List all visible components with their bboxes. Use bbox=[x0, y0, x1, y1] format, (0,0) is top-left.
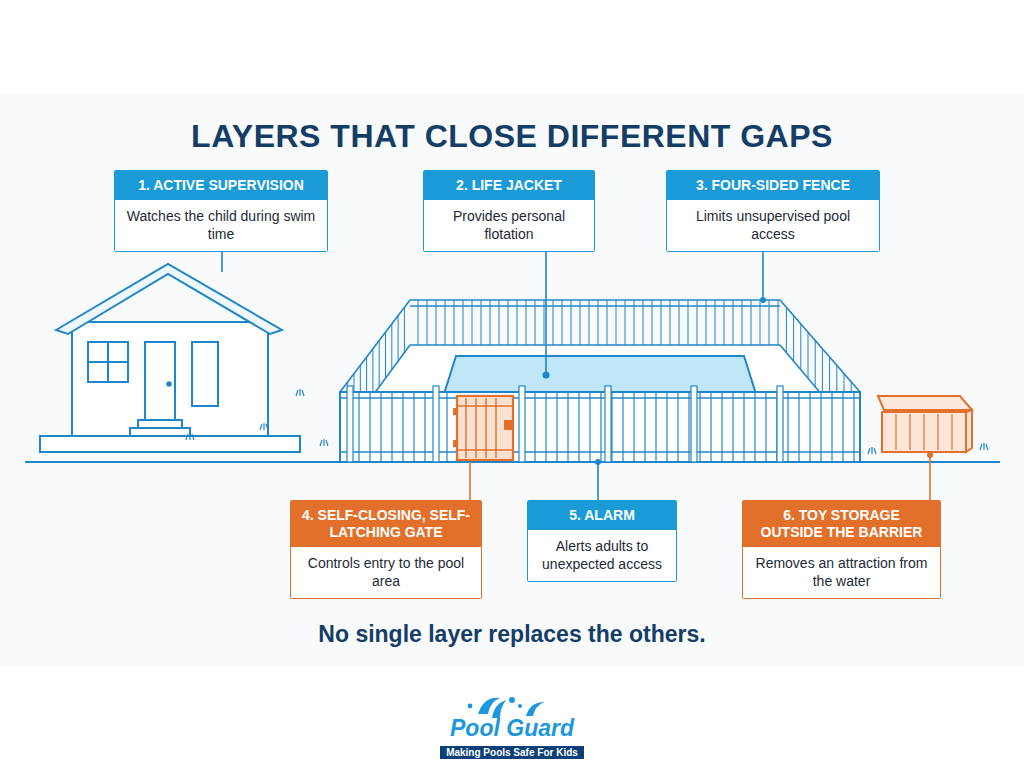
callout-text: Removes an attraction from the water bbox=[743, 547, 940, 598]
callout-heading: 3. FOUR-SIDED FENCE bbox=[667, 171, 879, 200]
logo-name: Pool Guard bbox=[450, 715, 574, 741]
callout-heading: 5. ALARM bbox=[528, 501, 676, 530]
callout-text: Alerts adults to unexpected access bbox=[528, 530, 676, 581]
diagram-caption: No single layer replaces the others. bbox=[0, 621, 1024, 648]
callout-text: Watches the child during swim time bbox=[115, 200, 327, 251]
callout-heading: 6. TOY STORAGE OUTSIDE THE BARRIER bbox=[743, 501, 940, 547]
callout-box: 2. LIFE JACKETProvides personal flotatio… bbox=[423, 170, 595, 252]
house bbox=[40, 264, 300, 452]
panel-ground bbox=[0, 95, 1024, 667]
gate bbox=[453, 396, 513, 460]
diagram-title: LAYERS THAT CLOSE DIFFERENT GAPS bbox=[0, 118, 1024, 155]
callout-text: Limits unsupervised pool access bbox=[667, 200, 879, 251]
callout-text: Provides personal flotation bbox=[424, 200, 594, 251]
logo-splash bbox=[468, 697, 544, 718]
logo-tagline: Making Pools Safe For Kids bbox=[440, 746, 584, 759]
callout-box: 3. FOUR-SIDED FENCELimits unsupervised p… bbox=[666, 170, 880, 252]
callout-heading: 1. ACTIVE SUPERVISION bbox=[115, 171, 327, 200]
callout-heading: 2. LIFE JACKET bbox=[424, 171, 594, 200]
callout-box: 5. ALARMAlerts adults to unexpected acce… bbox=[527, 500, 677, 582]
callout-box: 1. ACTIVE SUPERVISIONWatches the child d… bbox=[114, 170, 328, 252]
toy-storage-box bbox=[878, 396, 972, 452]
fence-pickets bbox=[347, 386, 854, 462]
callout-box: 4. SELF-CLOSING, SELF-LATCHING GATEContr… bbox=[290, 500, 482, 599]
logo: Pool GuardMaking Pools Safe For Kids bbox=[0, 715, 1024, 760]
callout-text: Controls entry to the pool area bbox=[291, 547, 481, 598]
leader-lines bbox=[222, 230, 933, 515]
callout-heading: 4. SELF-CLOSING, SELF-LATCHING GATE bbox=[291, 501, 481, 547]
back-fence bbox=[410, 300, 780, 345]
pool-water bbox=[444, 356, 756, 394]
callout-box: 6. TOY STORAGE OUTSIDE THE BARRIERRemove… bbox=[742, 500, 941, 599]
